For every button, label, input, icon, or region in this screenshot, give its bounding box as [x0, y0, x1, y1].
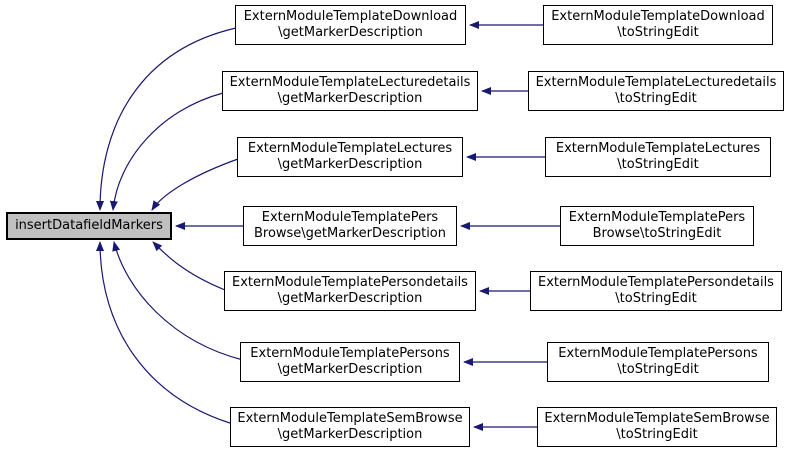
node-label-line2: Browse\getMarkerDescription — [253, 226, 447, 241]
node-tostringedit[interactable]: ExternModuleTemplatePers Browse\toString… — [560, 206, 754, 246]
edge-caller-to-root — [109, 92, 224, 211]
node-label-line1: ExternModuleTemplatePersondetails — [232, 275, 468, 290]
node-label-line2: \toStringEdit — [617, 25, 699, 40]
edge-caller-to-root — [96, 241, 234, 425]
node-label-line2: \getMarkerDescription — [277, 157, 423, 172]
edge-caller-to-root — [151, 158, 239, 211]
node-insertdatafieldmarkers: insertDatafieldMarkers — [6, 212, 172, 240]
edge-caller-to-root — [152, 241, 226, 291]
node-label-line2: Browse\toStringEdit — [592, 226, 722, 241]
node-label-line1: ExternModuleTemplatePers — [261, 210, 439, 225]
node-label-line2: \toStringEdit — [615, 91, 697, 106]
node-tostringedit[interactable]: ExternModuleTemplateDownload \toStringEd… — [543, 5, 773, 45]
node-label-line2: \getMarkerDescription — [277, 91, 423, 106]
node-label-line1: ExternModuleTemplateLectures — [555, 141, 761, 156]
node-label-line2: \getMarkerDescription — [277, 291, 423, 306]
node-label-line1: ExternModuleTemplateLecturedetails — [229, 75, 471, 90]
node-tostringedit[interactable]: ExternModuleTemplatePersondetails \toStr… — [530, 271, 782, 311]
node-label-line2: \toStringEdit — [615, 291, 697, 306]
node-label-line1: ExternModuleTemplatePersondetails — [538, 275, 774, 290]
node-label-line1: ExternModuleTemplateDownload — [551, 9, 765, 24]
node-label-line1: ExternModuleTemplateSemBrowse — [544, 411, 770, 426]
node-label-line1: ExternModuleTemplateLectures — [247, 141, 453, 156]
node-label-line1: ExternModuleTemplatePersons — [558, 346, 758, 361]
node-label-line2: \getMarkerDescription — [277, 362, 423, 377]
node-getmarkerdescription[interactable]: ExternModuleTemplateDownload \getMarkerD… — [235, 5, 466, 45]
node-label-line2: \toStringEdit — [617, 157, 699, 172]
node-label-line1: ExternModuleTemplateDownload — [243, 9, 458, 24]
node-label-line2: \toStringEdit — [617, 362, 699, 377]
node-getmarkerdescription[interactable]: ExternModuleTemplatePersondetails \getMa… — [224, 271, 476, 311]
node-tostringedit[interactable]: ExternModuleTemplateSemBrowse \toStringE… — [537, 407, 777, 447]
node-label-line2: \getMarkerDescription — [278, 25, 423, 40]
node-tostringedit[interactable]: ExternModuleTemplateLectures \toStringEd… — [545, 137, 771, 177]
node-label-line2: \toStringEdit — [616, 427, 698, 442]
node-getmarkerdescription[interactable]: ExternModuleTemplateLectures \getMarkerD… — [237, 137, 463, 177]
node-getmarkerdescription[interactable]: ExternModuleTemplateLecturedetails \getM… — [222, 71, 478, 111]
node-label-line2: \getMarkerDescription — [277, 427, 423, 442]
edge-caller-to-root — [96, 27, 237, 211]
node-label-line1: ExternModuleTemplateLecturedetails — [535, 75, 777, 90]
node-tostringedit[interactable]: ExternModuleTemplateLecturedetails \toSt… — [528, 71, 784, 111]
node-tostringedit[interactable]: ExternModuleTemplatePersons \toStringEdi… — [547, 342, 769, 382]
node-getmarkerdescription[interactable]: ExternModuleTemplatePersons \getMarkerDe… — [240, 342, 460, 382]
root-node-label: insertDatafieldMarkers — [15, 218, 163, 233]
node-label-line1: ExternModuleTemplatePersons — [250, 346, 450, 361]
edge-caller-to-root — [112, 241, 244, 361]
node-getmarkerdescription[interactable]: ExternModuleTemplatePers Browse\getMarke… — [243, 206, 457, 246]
node-label-line1: ExternModuleTemplatePers — [568, 210, 746, 225]
node-label-line1: ExternModuleTemplateSemBrowse — [237, 411, 463, 426]
node-getmarkerdescription[interactable]: ExternModuleTemplateSemBrowse \getMarker… — [230, 407, 470, 447]
